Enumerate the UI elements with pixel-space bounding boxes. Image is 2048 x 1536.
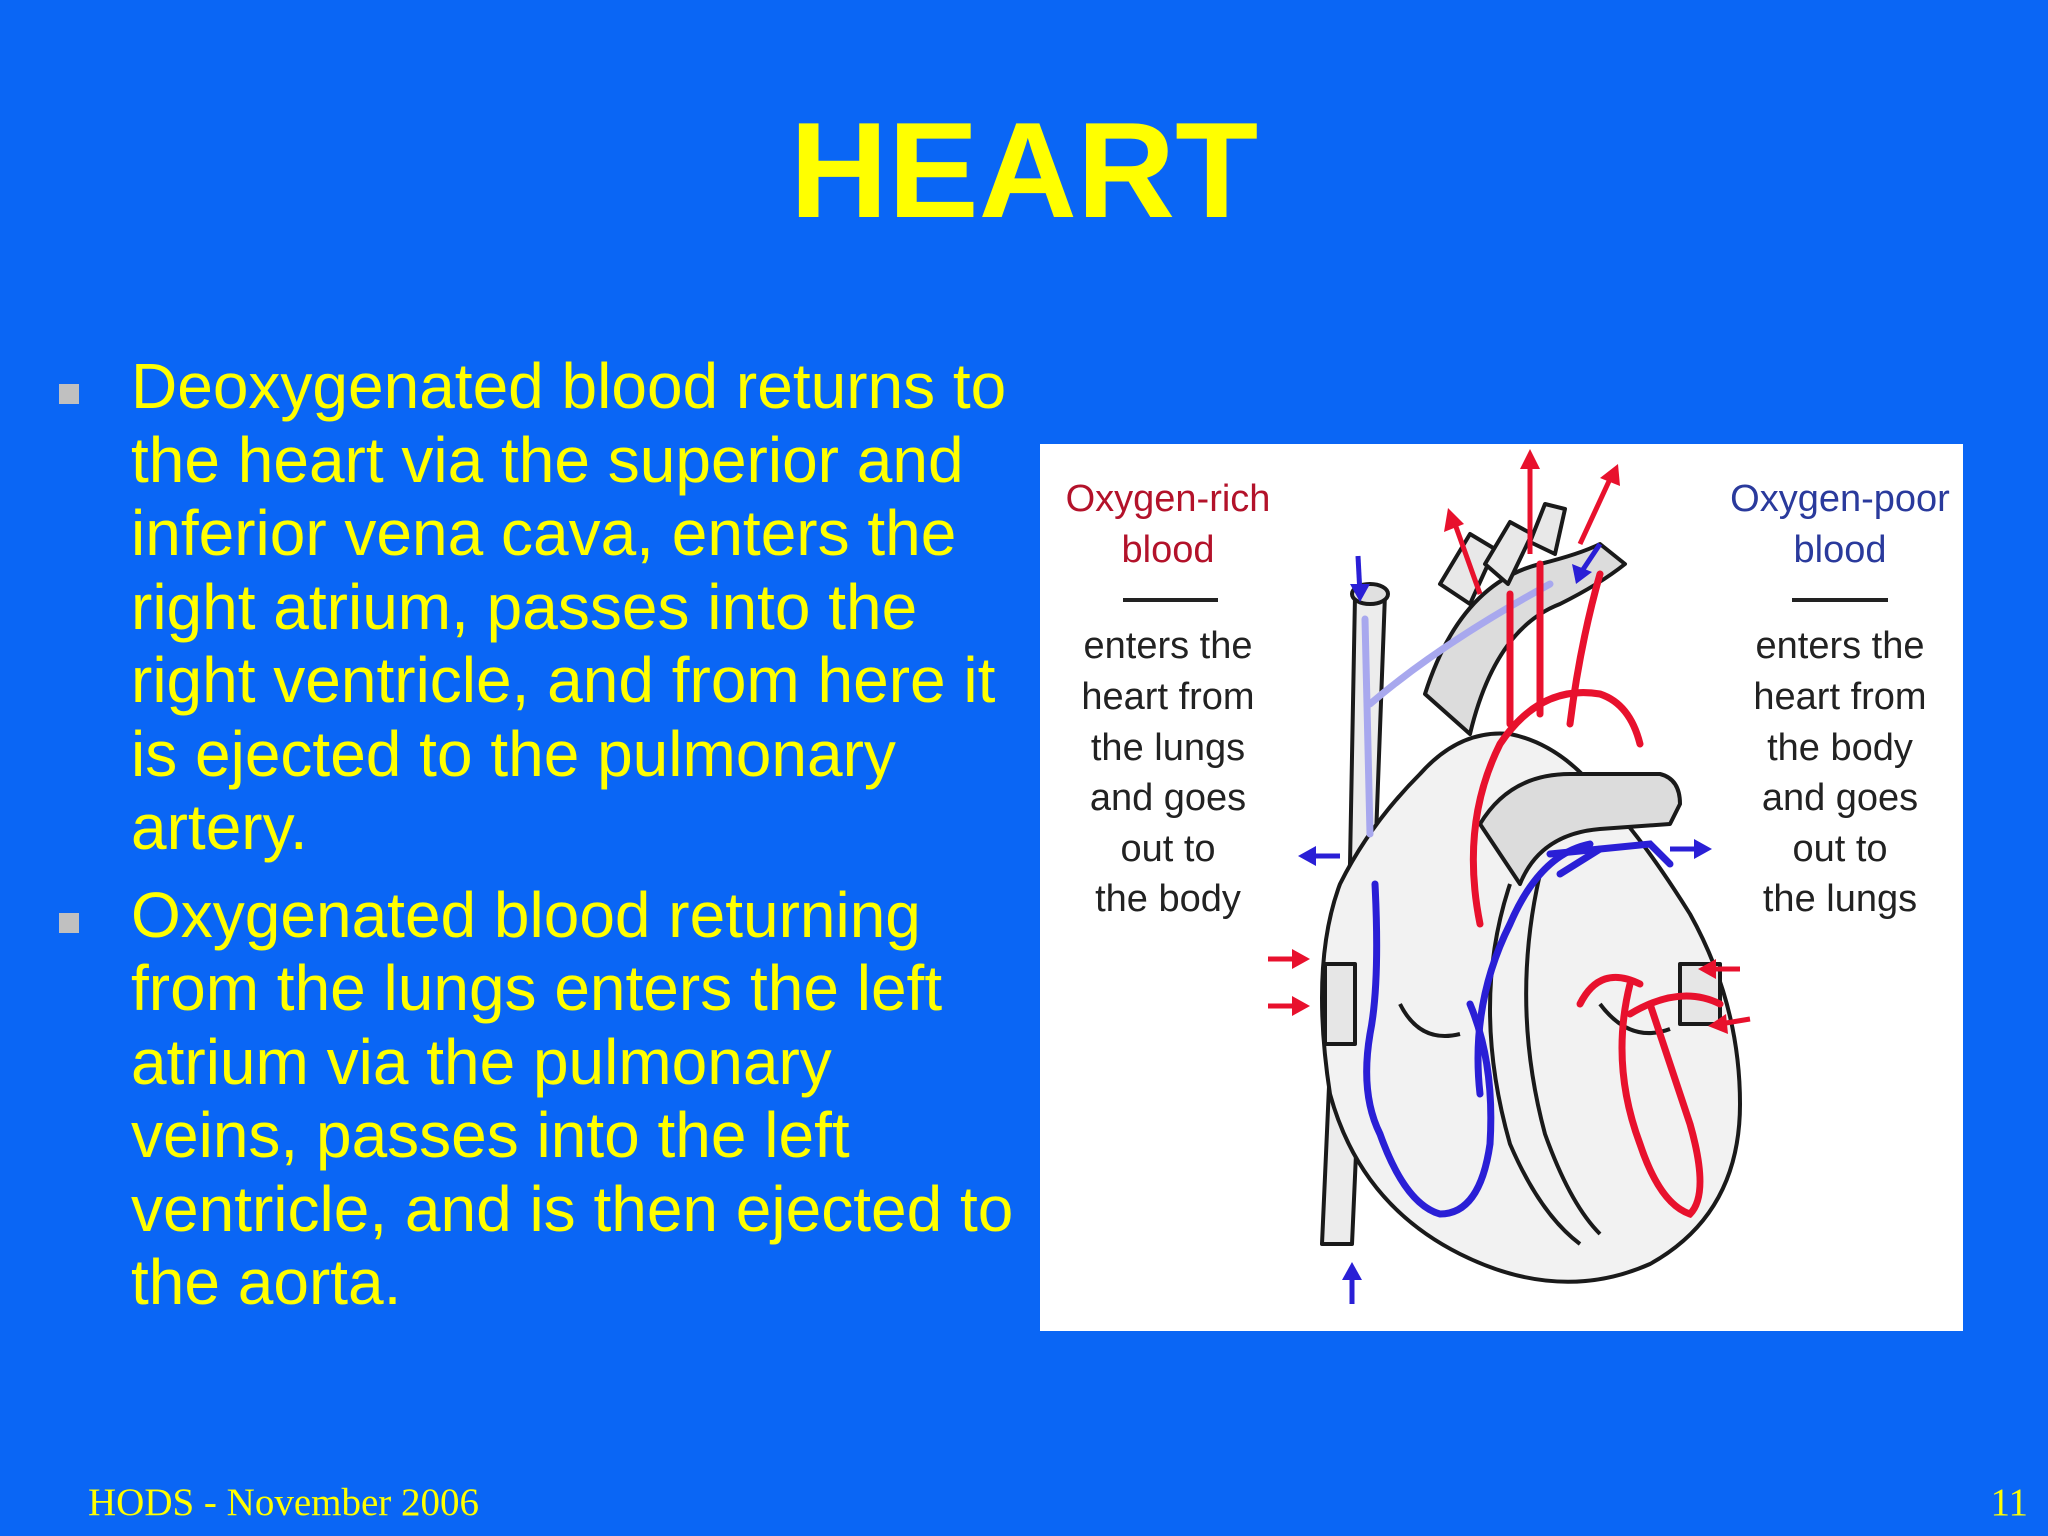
arrow-right-blue-icon [1670, 839, 1712, 859]
left-label-line-4: and goes [1090, 777, 1246, 819]
right-label-line-5: out to [1792, 828, 1887, 870]
arrow-right-red-icon [1268, 949, 1310, 969]
arrow-left-blue-icon [1298, 846, 1340, 866]
square-bullet-icon [59, 912, 79, 933]
heart-outline [1320, 502, 1742, 1284]
oxygen-poor-flow [1361, 580, 1674, 1218]
heart-diagram: Oxygen-rich blood enters the heart from … [1040, 444, 1963, 1331]
footer-text: HODS - November 2006 [88, 1481, 480, 1524]
right-label-line-2: heart from [1753, 676, 1926, 718]
right-label-line-1: enters the [1756, 625, 1925, 667]
arrow-left-red-icon [1708, 1014, 1751, 1034]
arrow-left-red-icon [1698, 959, 1740, 979]
bullet-item: Oxygenated blood returning from the lung… [55, 879, 1015, 1320]
arrow-up-red-icon [1444, 508, 1483, 595]
arrow-up-red-icon [1577, 464, 1620, 546]
bullet-item: Deoxygenated blood returns to the heart … [55, 350, 1015, 865]
arrow-up-blue-icon [1342, 1262, 1362, 1304]
square-bullet-icon [59, 384, 79, 404]
arrow-right-red-icon [1268, 996, 1310, 1016]
bullet-list: Deoxygenated blood returns to the heart … [55, 350, 1015, 1334]
right-label-line-4: and goes [1762, 777, 1918, 819]
right-label-line-6: the lungs [1763, 878, 1917, 920]
left-label-line-5: out to [1120, 828, 1215, 870]
right-label-title-1: Oxygen-poor [1730, 478, 1950, 520]
left-label-line-6: the body [1095, 878, 1241, 920]
right-label-line-3: the body [1767, 727, 1913, 769]
slide-title: HEART [789, 94, 1259, 246]
left-label-line-2: heart from [1081, 676, 1254, 718]
left-label-line-3: the lungs [1091, 727, 1245, 769]
left-label-title-2: blood [1122, 529, 1215, 571]
right-label-title-2: blood [1794, 529, 1887, 571]
flow-arrows [1268, 449, 1751, 1304]
arrow-down-blue-icon [1572, 542, 1603, 584]
arrow-down-blue-icon [1350, 555, 1370, 602]
arrow-up-red-icon [1520, 449, 1540, 554]
bullet-text: Deoxygenated blood returns to the heart … [131, 350, 1007, 863]
bullet-text: Oxygenated blood returning from the lung… [131, 878, 1014, 1319]
heart-illustration: Oxygen-rich blood enters the heart from … [1066, 449, 1950, 1304]
left-label-line-1: enters the [1084, 625, 1253, 667]
left-label-title-1: Oxygen-rich [1066, 478, 1271, 520]
page-number: 11 [1990, 1481, 2028, 1524]
oxygen-rich-flow [1469, 560, 1724, 1219]
